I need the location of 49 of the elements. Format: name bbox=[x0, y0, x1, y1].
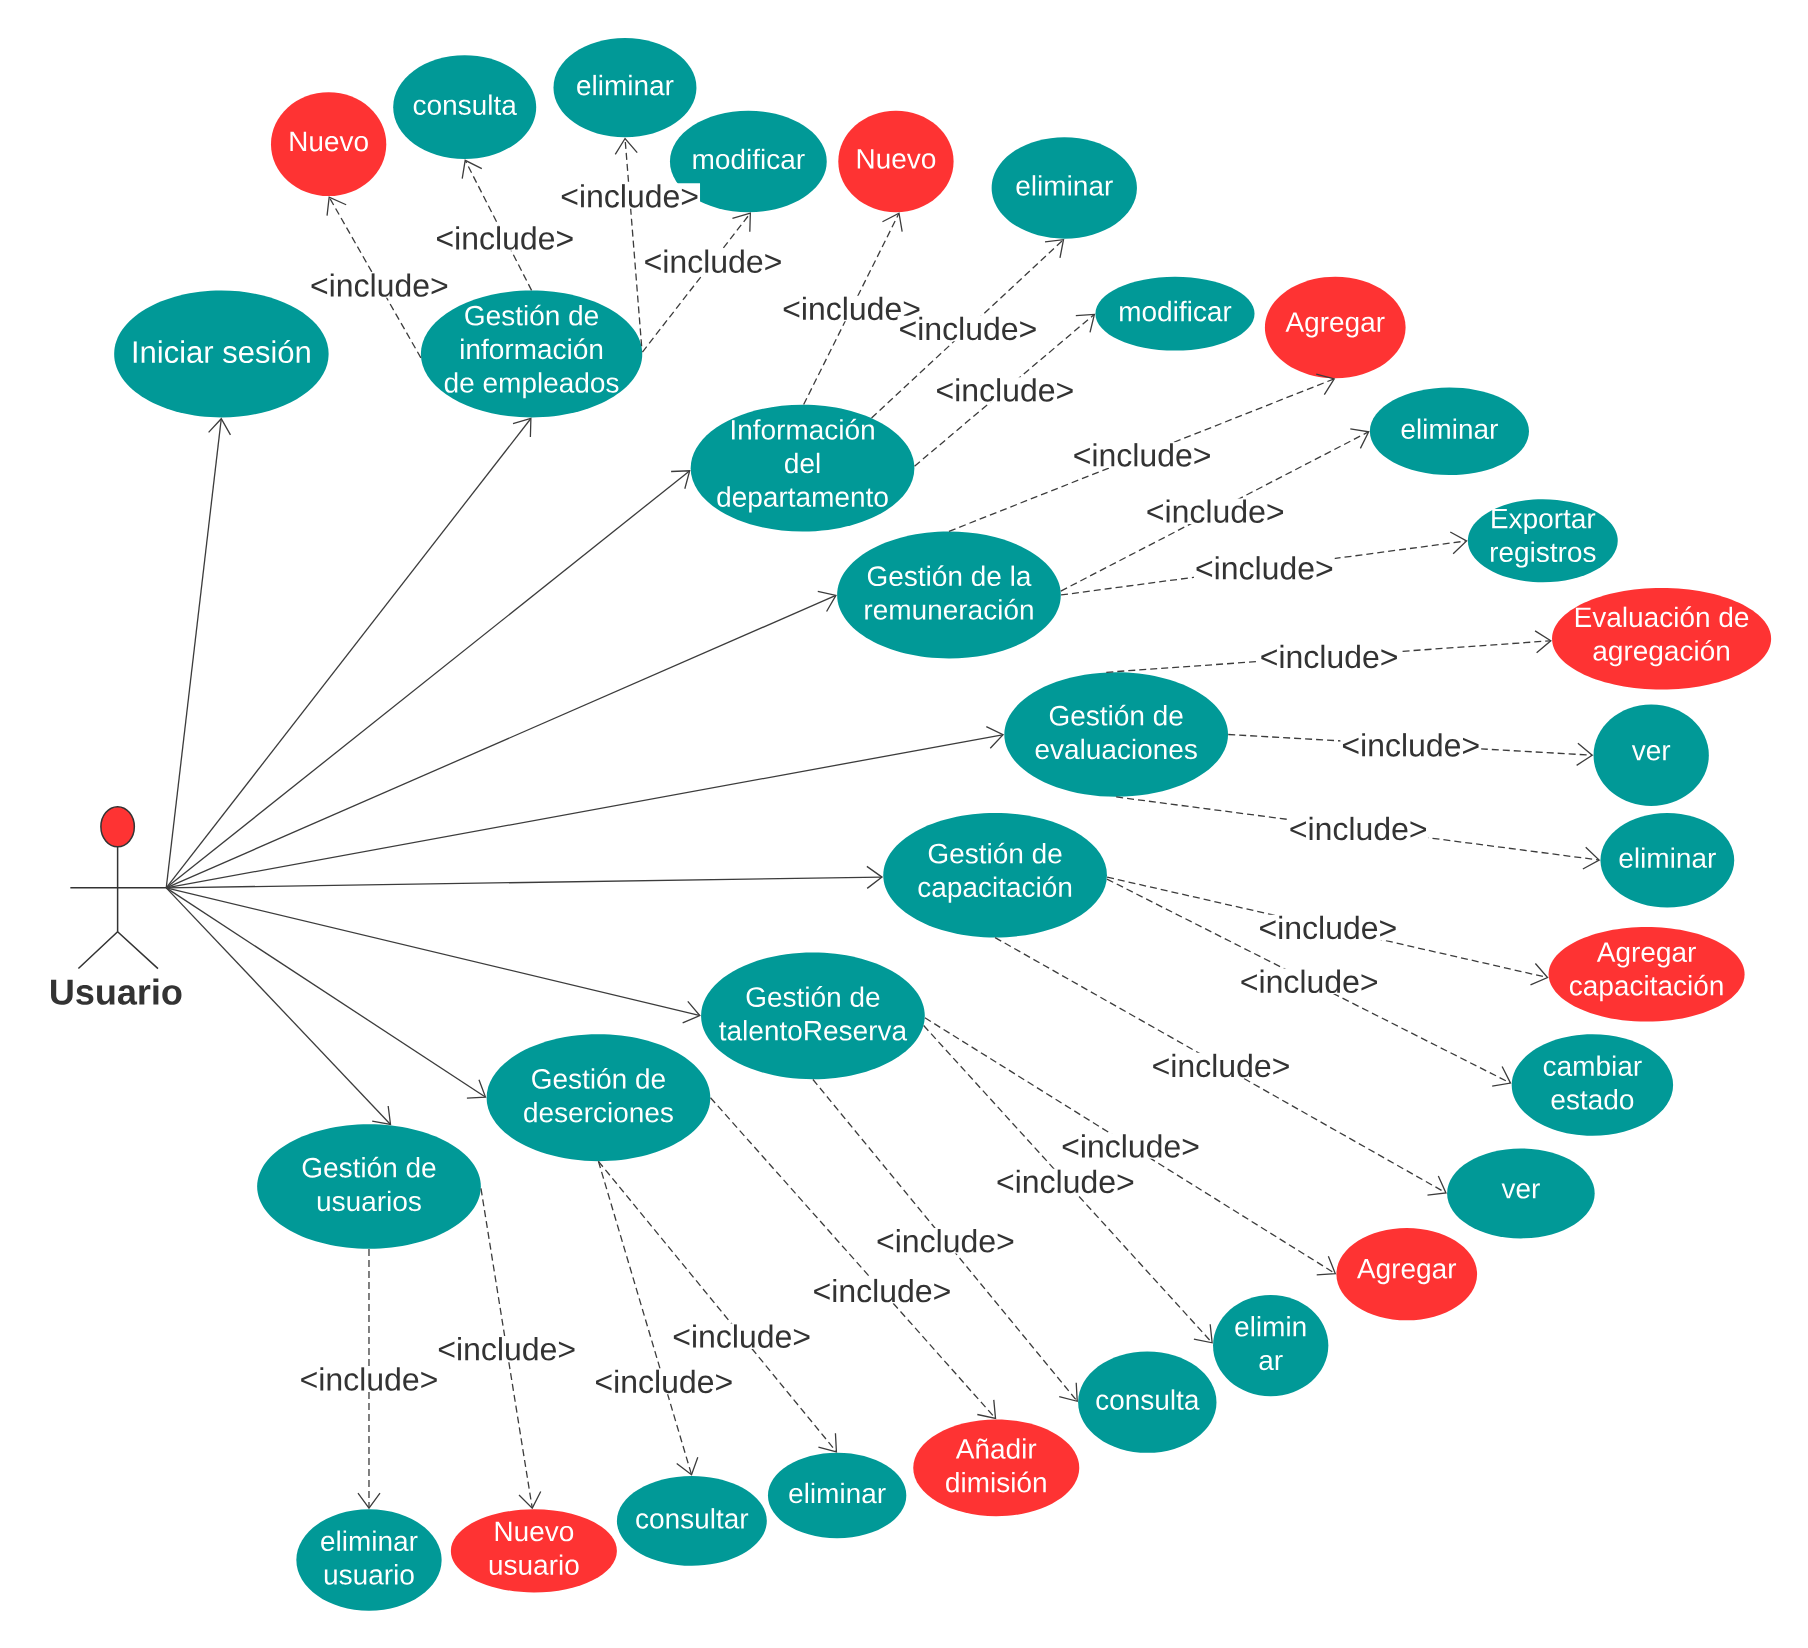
arrow bbox=[165, 887, 392, 1126]
dashed-arrow bbox=[326, 196, 422, 359]
dashed-arrow bbox=[1060, 428, 1370, 592]
dashed-arrow bbox=[803, 212, 903, 406]
arrow bbox=[165, 887, 701, 1024]
dashed-arrow bbox=[948, 373, 1336, 532]
dashed-arrow bbox=[597, 1160, 699, 1476]
actor-name: Usuario bbox=[51, 978, 182, 1005]
edge-label: <include> bbox=[1150, 1052, 1292, 1079]
dashed-arrow bbox=[641, 212, 751, 353]
arrow bbox=[165, 417, 232, 889]
dashed-arrow bbox=[357, 1248, 381, 1510]
edge-label: <include> bbox=[1287, 815, 1429, 842]
edge-label: <include> bbox=[1060, 1133, 1201, 1159]
arrow bbox=[165, 470, 691, 889]
dashed-arrow bbox=[480, 1187, 542, 1510]
edge-label: <include> bbox=[1340, 732, 1482, 758]
arrow bbox=[165, 417, 532, 889]
dashed-arrow bbox=[923, 1024, 1213, 1344]
dashed-arrow bbox=[1106, 878, 1512, 1087]
dashed-arrow bbox=[924, 1017, 1337, 1276]
arrow bbox=[165, 887, 487, 1099]
edge-label: <include> bbox=[1257, 914, 1399, 941]
edge-label: <include> bbox=[934, 377, 1076, 403]
edge-label: <include> bbox=[434, 225, 576, 251]
dashed-arrow bbox=[709, 1097, 997, 1420]
dashed-arrow bbox=[461, 159, 533, 291]
edge-label: <include> bbox=[671, 1323, 813, 1349]
edge-label: <include> bbox=[436, 1336, 578, 1362]
edge-label: <include> bbox=[642, 248, 784, 274]
edge-label: <include> bbox=[1193, 555, 1335, 581]
dashed-arrow bbox=[812, 1078, 1078, 1403]
edge-label: <include> bbox=[1144, 498, 1286, 524]
dashed-arrow bbox=[597, 1160, 838, 1453]
dashed-arrow bbox=[870, 238, 1065, 419]
edge-label: <include> bbox=[593, 1368, 735, 1395]
edge-label: <include> bbox=[811, 1277, 953, 1304]
edge-label: <include> bbox=[1258, 643, 1400, 670]
arrow bbox=[165, 590, 837, 889]
edge-label: <include> bbox=[298, 1366, 440, 1392]
edge-label: <include> bbox=[1238, 968, 1380, 995]
edge-label: <include> bbox=[309, 272, 450, 298]
edge-label: <include> bbox=[1071, 442, 1213, 468]
dashed-arrow bbox=[913, 313, 1096, 467]
edge-label: <include> bbox=[995, 1168, 1136, 1195]
dashed-arrow bbox=[994, 937, 1447, 1196]
edge-label: <include> bbox=[559, 183, 701, 209]
edge-label: <include> bbox=[875, 1228, 1016, 1254]
dashed-arrow bbox=[614, 137, 643, 347]
